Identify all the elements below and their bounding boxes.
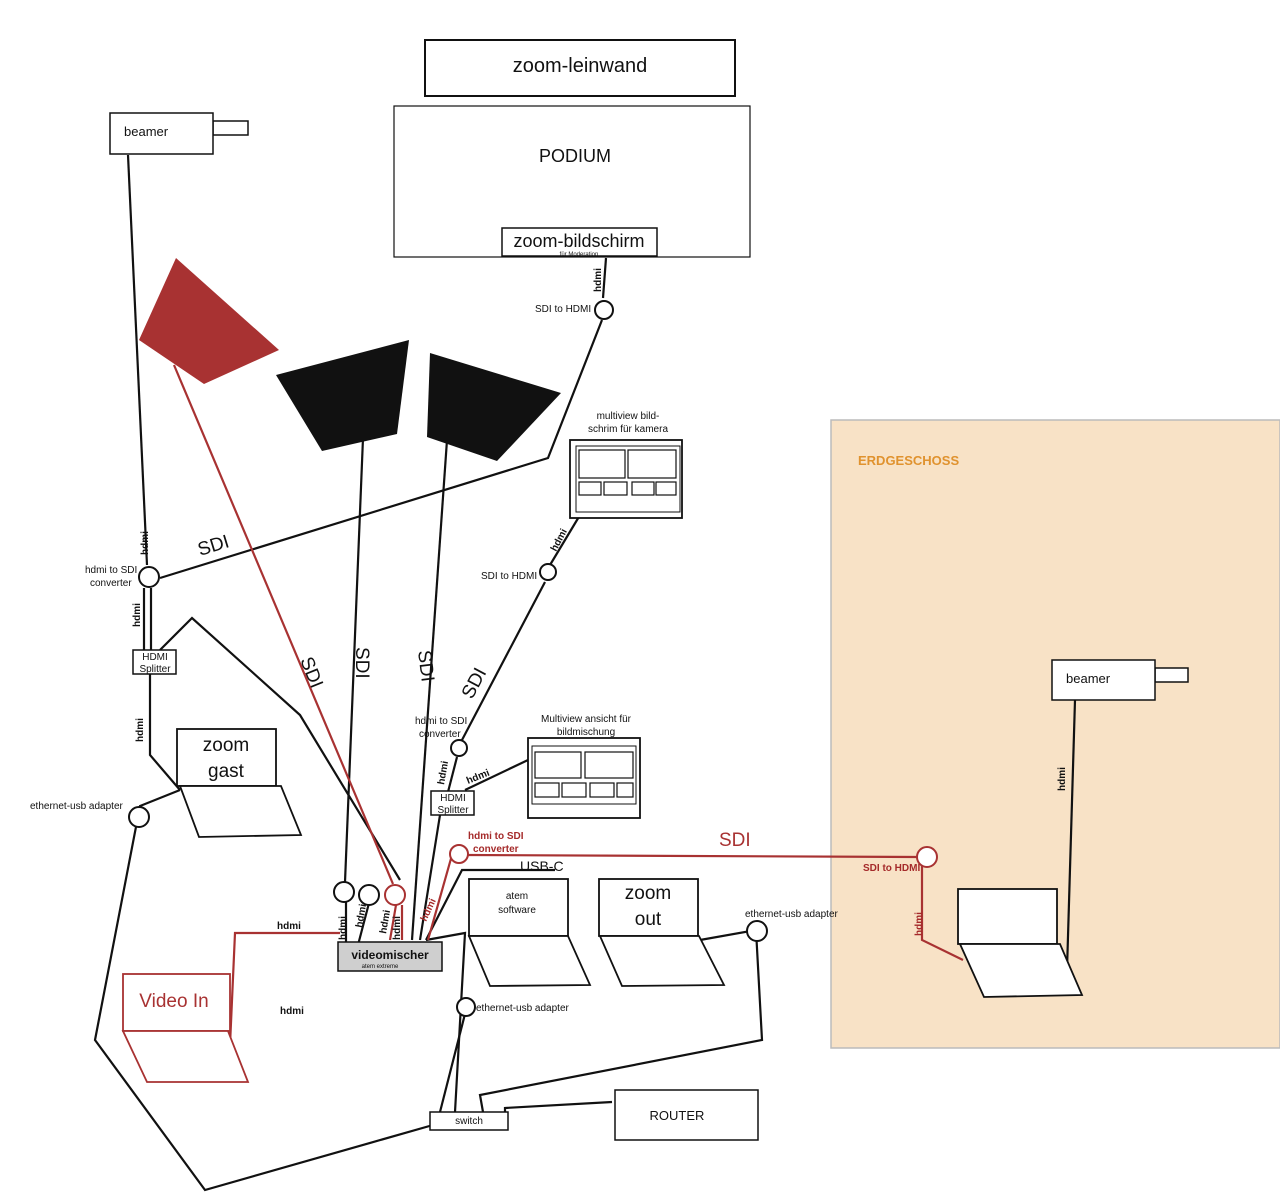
camera-red-icon: [139, 258, 279, 384]
multiview-camera-monitor: multiview bild- schrim für kamera: [569, 411, 683, 519]
router: ROUTER: [614, 1089, 759, 1141]
sdi-label: SDI: [413, 649, 438, 683]
sdi-input-connector-icon: [358, 884, 380, 906]
projector-lens-icon: [1154, 667, 1189, 683]
hdmi-label: hdmi: [338, 916, 349, 940]
stage-title: PODIUM: [539, 146, 611, 166]
projector-right-label: beamer: [1066, 671, 1111, 686]
multiview-mixing-label-1: Multiview ansicht für: [541, 714, 632, 725]
hdmi-label: hdmi: [549, 527, 570, 553]
sdi-to-hdmi-connector-icon: [539, 563, 557, 581]
hdmi-label: hdmi: [132, 603, 143, 627]
hdmi-label: hdmi: [593, 268, 604, 292]
video-mixer-title: videomischer: [351, 948, 429, 962]
hdmi-splitter-right: HDMI Splitter: [430, 790, 475, 816]
ethernet-adapter-label: ethernet-usb adapter: [745, 909, 839, 920]
atem-label-2: software: [498, 905, 536, 916]
multiview-mixing-monitor: Multiview ansicht für bildmischung: [527, 714, 641, 819]
hdmi-splitter-label-2: Splitter: [437, 805, 469, 816]
hdmi-to-sdi-label: hdmi to SDI: [85, 565, 137, 576]
laptop-ground-floor: [957, 888, 1084, 998]
network-switch: switch: [429, 1111, 509, 1131]
sdi-to-hdmi-connector-icon: [916, 846, 938, 868]
video-in-label: Video In: [139, 991, 208, 1012]
hdmi-splitter-left: HDMI Splitter: [132, 649, 177, 675]
laptop-zoom-out: zoom out: [598, 878, 726, 987]
zoom-monitor-sub: für Moderation: [560, 252, 599, 258]
projector-left-label: beamer: [124, 124, 169, 139]
hdmi-splitter-label-1: HDMI: [440, 793, 466, 804]
hdmi-label: hdmi: [378, 909, 393, 935]
laptop-atem-software: atem software: [467, 878, 592, 987]
cable-labels: hdmi SDI to HDMI hdmi hdmi to SDI conver…: [30, 268, 1068, 1017]
converter-label: converter: [419, 729, 461, 740]
converter-label: converter: [473, 844, 519, 855]
sdi-input-connector-icon: [333, 881, 355, 903]
hdmi-label: hdmi: [1057, 767, 1068, 791]
zoom-gast-label-1: zoom: [203, 735, 249, 756]
projector-right: beamer: [1051, 659, 1189, 701]
projector-left: beamer: [109, 112, 249, 155]
sdi-label: SDI: [719, 830, 751, 851]
sdi-to-hdmi-label: SDI to HDMI: [481, 571, 537, 582]
hdmi-to-sdi-connector-icon: [138, 566, 160, 588]
switch-label: switch: [455, 1116, 483, 1127]
camera-black-icon: [427, 353, 561, 461]
multiview-camera-label-1: multiview bild-: [597, 411, 660, 422]
hdmi-label: hdmi: [280, 1006, 304, 1017]
ethernet-adapter-label: ethernet-usb adapter: [30, 801, 124, 812]
camera-black-icon: [276, 340, 409, 451]
hdmi-to-sdi-connector-icon: [450, 739, 468, 757]
sdi-to-hdmi-connector-icon: [594, 300, 614, 320]
laptop-zoom-gast: zoom gast: [176, 728, 303, 838]
hdmi-to-sdi-label: hdmi to SDI: [468, 831, 524, 842]
projection-screen-label: zoom-leinwand: [513, 55, 648, 77]
projector-lens-icon: [212, 120, 249, 136]
hdmi-label: hdmi: [436, 760, 451, 786]
stage: PODIUM zoom-bildschirm für Moderation: [393, 105, 751, 258]
router-label: ROUTER: [650, 1108, 705, 1123]
hdmi-label: hdmi: [914, 912, 925, 936]
zoom-monitor-label: zoom-bildschirm: [513, 231, 644, 251]
usb-c-label: USB-C: [520, 858, 564, 874]
video-mixer-sub: atem extreme: [362, 964, 399, 970]
converter-label: converter: [90, 578, 132, 589]
video-mixer: videomischer atem extreme: [337, 941, 443, 972]
hdmi-to-sdi-connector-icon: [449, 844, 469, 864]
hdmi-label: hdmi: [135, 718, 146, 742]
sdi-to-hdmi-label: SDI to HDMI: [863, 863, 920, 874]
zoom-out-label-1: zoom: [625, 883, 671, 904]
zoom-monitor: [501, 227, 658, 257]
sdi-to-hdmi-label: SDI to HDMI: [535, 304, 591, 315]
hdmi-to-sdi-label: hdmi to SDI: [415, 716, 467, 727]
projection-screen: zoom-leinwand: [424, 39, 736, 97]
atem-label-1: atem: [506, 891, 528, 902]
sdi-label: SDI: [295, 654, 326, 691]
sdi-label: SDI: [458, 665, 491, 703]
ethernet-adapter-icon: [456, 997, 476, 1017]
wires: [93, 154, 1077, 1192]
hdmi-label: hdmi: [277, 921, 301, 932]
hdmi-label: hdmi: [140, 531, 151, 555]
hdmi-label: hdmi: [392, 916, 403, 940]
hdmi-splitter-label-1: HDMI: [142, 652, 168, 663]
wires-red: [172, 364, 964, 1046]
ethernet-adapter-icon: [128, 806, 150, 828]
ethernet-adapter-label: ethernet-usb adapter: [476, 1003, 570, 1014]
sdi-label: SDI: [351, 647, 372, 679]
sdi-input-connector-icon: [384, 884, 406, 906]
hdmi-splitter-label-2: Splitter: [139, 664, 171, 675]
hdmi-label: hdmi: [354, 903, 369, 929]
laptop-video-in: Video In: [121, 973, 250, 1083]
zoom-out-label-2: out: [635, 909, 662, 930]
zoom-gast-label-2: gast: [208, 761, 245, 782]
multiview-mixing-label-2: bildmischung: [557, 727, 615, 738]
ethernet-adapter-icon: [746, 920, 768, 942]
ground-floor-title: ERDGESCHOSS: [858, 453, 959, 468]
multiview-camera-label-2: schrim für kamera: [588, 424, 668, 435]
connectors: [128, 300, 938, 1017]
